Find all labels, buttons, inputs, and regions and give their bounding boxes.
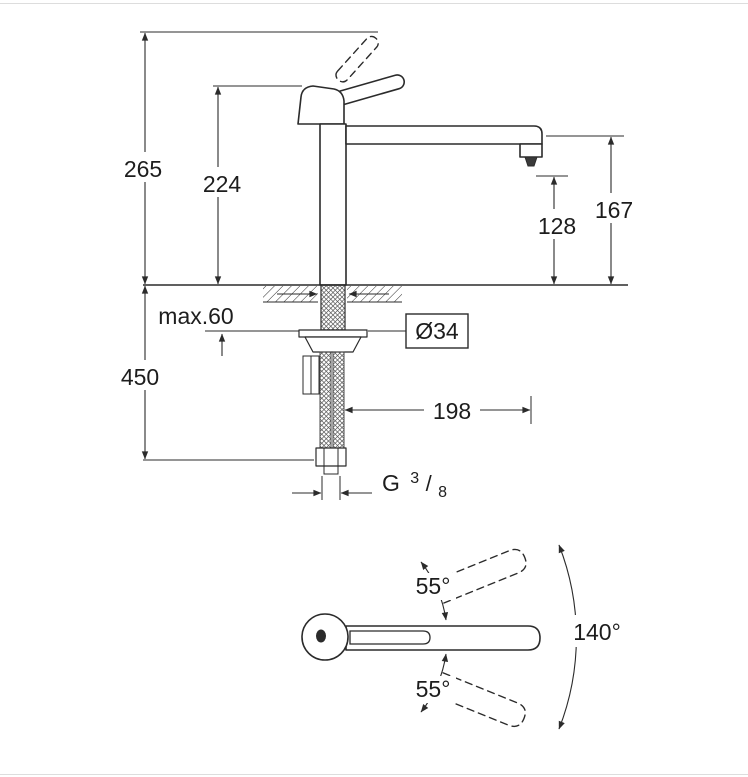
dim-label-swivel-lower: 55° <box>416 676 451 702</box>
dim-label-below-deck: 450 <box>121 364 159 390</box>
plan-spout-dashed-upper <box>434 548 527 604</box>
dim-label-projection: 198 <box>433 398 471 424</box>
dim-label-swivel-total: 140° <box>573 619 621 645</box>
mounting-nut <box>304 336 362 353</box>
label-bg-55-lower <box>410 676 456 703</box>
faucet-spout <box>345 125 543 145</box>
plan-lever-outline <box>349 630 431 645</box>
label-bg-450 <box>112 360 168 390</box>
connector-thread <box>323 465 339 475</box>
plan-spout-dashed-lower <box>433 672 526 728</box>
side-elevation-view: 265 224 max.60 450 128 167 Ø34 198 G 3 /… <box>112 31 642 501</box>
label-bg-265 <box>114 152 172 182</box>
label-bg-128 <box>529 209 585 239</box>
label-bg-198 <box>424 397 480 424</box>
dim-label-body-height: 224 <box>203 171 242 197</box>
hose-connector-nut <box>315 447 347 467</box>
faucet-body <box>319 123 347 286</box>
aerator-tip <box>524 156 538 167</box>
label-bg-167 <box>586 193 642 223</box>
label-bg-140 <box>566 615 628 647</box>
shank-diameter-box <box>405 313 469 349</box>
dim-label-swivel-upper: 55° <box>416 573 451 599</box>
supply-hose-right <box>332 351 345 449</box>
dim-label-overall-height: 265 <box>124 156 162 182</box>
supply-hose-left <box>319 351 332 449</box>
plan-spout-bar <box>345 625 541 651</box>
thread-numerator: 3 <box>410 470 419 487</box>
threaded-shank <box>320 284 346 331</box>
plan-cartridge-dot <box>316 629 326 643</box>
dim-label-outlet-height: 128 <box>538 213 576 239</box>
mounting-washer <box>298 329 368 338</box>
thread-slash: / <box>426 471 433 496</box>
dim-label-spout-end-height: 167 <box>595 197 633 223</box>
label-bg-224 <box>194 167 250 197</box>
thread-denominator: 8 <box>438 484 447 501</box>
dim-label-max-deck: max.60 <box>158 303 233 329</box>
faucet-aerator <box>519 143 543 158</box>
plan-view: 55° 55° 140° <box>301 544 628 730</box>
dim-label-thread: G 3 / 8 <box>382 462 447 501</box>
faucet-head <box>297 85 345 125</box>
thread-prefix: G <box>382 470 400 496</box>
dim-label-shank-diameter: Ø34 <box>415 318 459 344</box>
faucet-lever-raised-outline <box>335 35 379 83</box>
label-bg-55-upper <box>410 573 456 600</box>
